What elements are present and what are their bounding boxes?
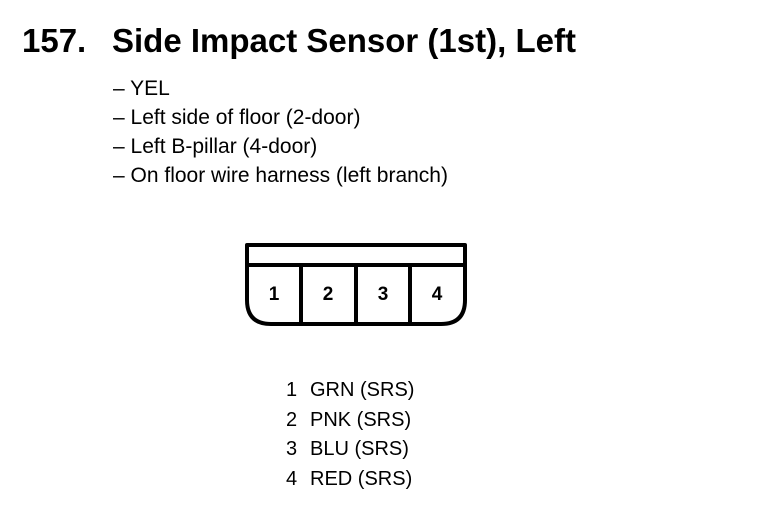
pin-number: 1	[286, 379, 298, 401]
wire-color: PNK (SRS)	[310, 408, 412, 431]
wire-color: GRN (SRS)	[310, 379, 415, 401]
wire-color: RED (SRS)	[310, 467, 413, 490]
pin-number: 3	[286, 438, 298, 460]
pinout-item: 3 BLU (SRS)	[286, 435, 414, 465]
pinout-item: 2 PNK (SRS)	[286, 406, 414, 436]
pin-label-2: 2	[323, 284, 334, 305]
location-4-door: – Left B-pillar (4-door)	[113, 135, 318, 158]
pinout-item: 1 GRN (SRS)	[286, 376, 414, 406]
component-name: Side Impact Sensor (1st), Left	[112, 22, 576, 59]
location-2-door: – Left side of floor (2-door)	[113, 106, 361, 129]
pin-label-3: 3	[378, 284, 389, 305]
pin-number: 4	[286, 467, 298, 490]
connector-color: – YEL	[113, 77, 170, 100]
pin-number: 2	[286, 408, 298, 431]
page-title: 157. Side Impact Sensor (1st), Left	[22, 22, 576, 60]
connector-diagram: 1 2 3 4	[245, 243, 467, 326]
wire-color: BLU (SRS)	[310, 438, 409, 460]
component-number: 157.	[22, 22, 87, 59]
pin-label-4: 4	[432, 284, 443, 305]
pinout-item: 4 RED (SRS)	[286, 465, 414, 495]
harness-location: – On floor wire harness (left branch)	[113, 164, 448, 187]
pin-label-1: 1	[269, 284, 280, 305]
pinout-list: 1 GRN (SRS) 2 PNK (SRS) 3 BLU (SRS) 4 RED (S…	[286, 376, 414, 494]
component-details: – YEL – Left side of floor (2-door) – Le…	[113, 74, 448, 190]
